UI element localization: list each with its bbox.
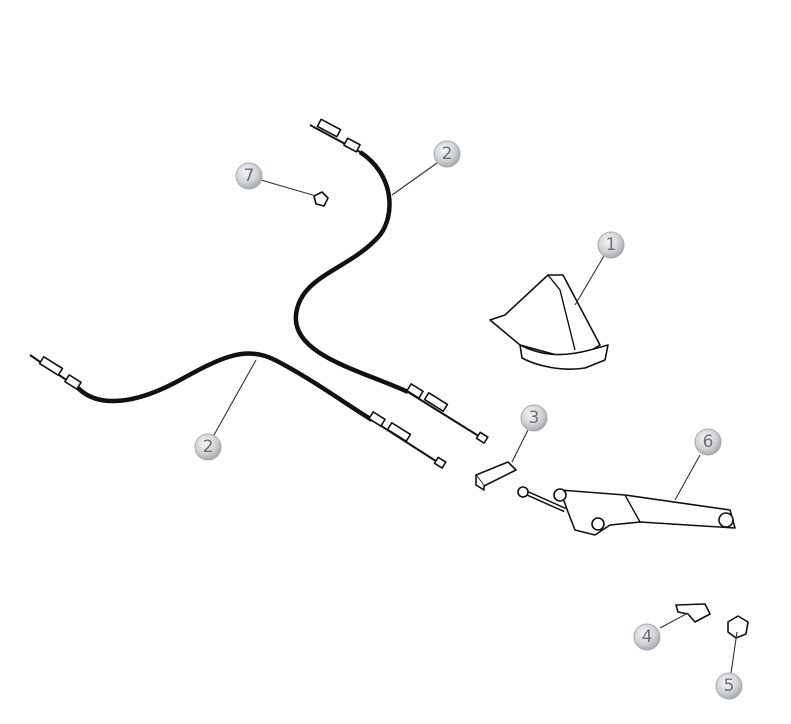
callout-2-lower[interactable]: 2 (194, 433, 222, 461)
callout-label: 5 (724, 676, 735, 696)
callout-3[interactable]: 3 (520, 404, 548, 432)
callout-label: 1 (606, 235, 617, 255)
callout-label: 7 (244, 166, 255, 186)
callout-label: 4 (642, 627, 653, 647)
callout-2-upper[interactable]: 2 (433, 140, 461, 168)
leader-lines (213, 162, 738, 674)
clip[interactable] (475, 461, 517, 491)
callout-label: 2 (442, 144, 453, 164)
callout-5[interactable]: 5 (715, 672, 743, 700)
callout-4[interactable]: 4 (633, 623, 661, 651)
callout-label: 2 (203, 437, 214, 457)
callout-label: 6 (703, 432, 714, 452)
rear-cable-lower[interactable] (29, 351, 447, 469)
callout-1[interactable]: 1 (597, 231, 625, 259)
callout-label: 3 (529, 408, 540, 428)
callout-6[interactable]: 6 (694, 428, 722, 456)
rear-cable-upper[interactable] (293, 118, 489, 444)
cable-clip[interactable] (313, 191, 329, 207)
callout-7[interactable]: 7 (235, 162, 263, 190)
console-boot[interactable] (489, 274, 609, 370)
handbrake-lever[interactable] (517, 486, 736, 536)
nut[interactable] (727, 615, 749, 639)
bracket[interactable] (675, 603, 711, 623)
